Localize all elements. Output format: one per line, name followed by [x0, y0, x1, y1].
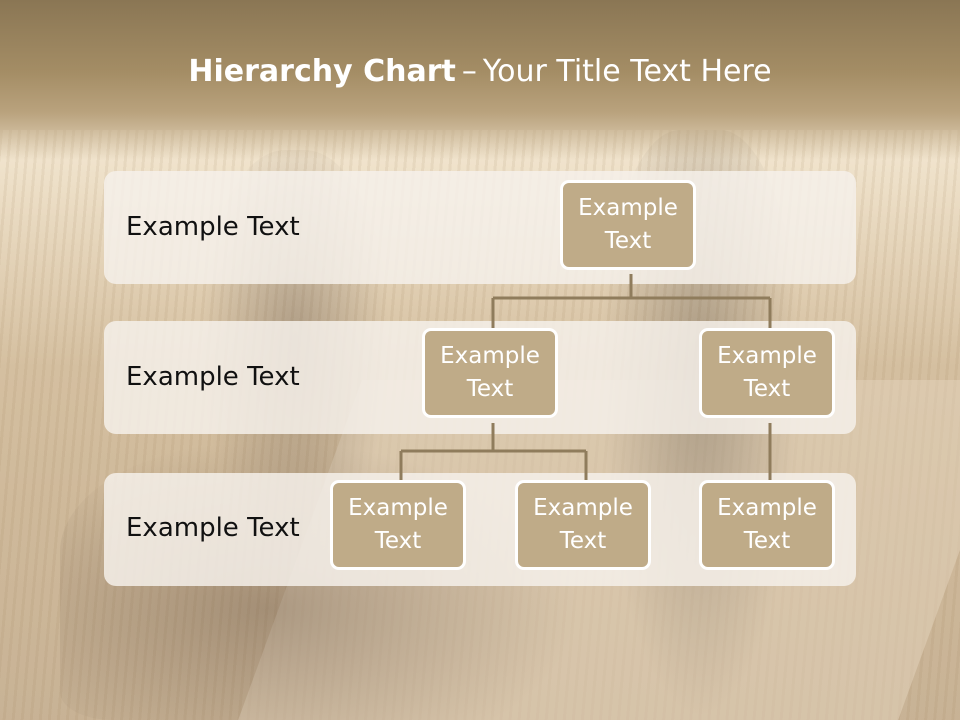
- slide-title[interactable]: Hierarchy Chart–Your Title Text Here: [0, 54, 960, 89]
- level-label[interactable]: Example Text: [126, 212, 300, 242]
- hierarchy-level-band: [104, 171, 856, 284]
- connector-line: [491, 274, 772, 328]
- hierarchy-node[interactable]: Example Text: [330, 480, 466, 570]
- title-rest-part: Your Title Text Here: [482, 54, 772, 89]
- hierarchy-node[interactable]: Example Text: [699, 480, 835, 570]
- hierarchy-node[interactable]: Example Text: [515, 480, 651, 570]
- hierarchy-node[interactable]: Example Text: [422, 328, 558, 418]
- hierarchy-node[interactable]: Example Text: [699, 328, 835, 418]
- title-dash: –: [461, 54, 477, 89]
- title-bold-part: Hierarchy Chart: [188, 54, 456, 89]
- title-band: [0, 0, 960, 160]
- level-label[interactable]: Example Text: [126, 362, 300, 392]
- hierarchy-node-root[interactable]: Example Text: [560, 180, 696, 270]
- level-label[interactable]: Example Text: [126, 513, 300, 543]
- connector-line: [399, 423, 588, 480]
